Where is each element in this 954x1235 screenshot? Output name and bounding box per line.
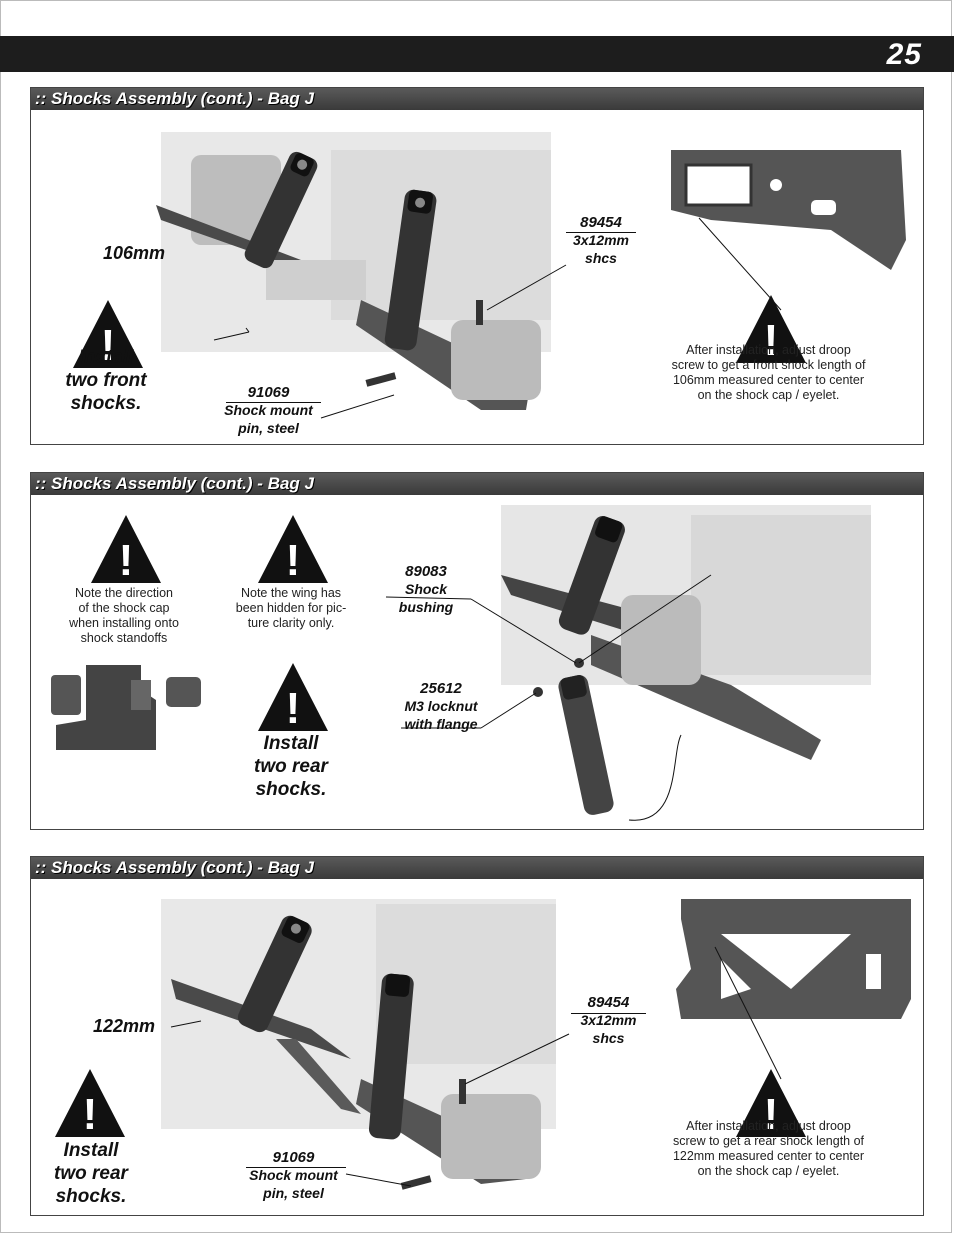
rear-lower-shock [558, 674, 614, 815]
section-title: :: Shocks Assembly (cont.) - Bag J [31, 88, 923, 110]
rear-upper-shock [558, 516, 625, 635]
warning-icon: ! [258, 663, 328, 733]
shock-length-label: 122mm [93, 1016, 156, 1036]
part-callout-89083: 89083 Shock bushing [398, 563, 454, 615]
warning-icon: ! [91, 515, 161, 585]
warning-icon: ! [736, 295, 806, 365]
svg-text:!: ! [119, 536, 134, 585]
part-callout-89454: 89454 3x12mm shcs [572, 214, 630, 266]
droop-note: After installation, adjust droop screw t… [671, 343, 866, 402]
shock-length-label: 106mm [103, 243, 166, 263]
droop-note: After installation, adjust droop screw t… [672, 1119, 865, 1178]
section-rear-shocks-install: :: Shocks Assembly (cont.) - Bag J [30, 472, 924, 830]
rear-chassis-illustration: ! ! ! [51, 505, 871, 821]
rear-left-shock [237, 915, 312, 1033]
svg-text:!: ! [286, 536, 301, 585]
part-callout-91069: 91069 Shock mount pin, steel [224, 384, 313, 436]
front-right-shock [384, 189, 437, 351]
section-front-shocks: :: Shocks Assembly (cont.) - Bag J [30, 87, 924, 445]
warning-icon: ! [258, 515, 328, 585]
svg-text:!: ! [764, 316, 779, 365]
svg-text:!: ! [101, 321, 116, 370]
svg-text:!: ! [764, 1090, 779, 1139]
shock-cap-detail [51, 665, 201, 750]
rear-right-shock [368, 973, 414, 1140]
front-arm-part [671, 150, 906, 270]
warning-icon: ! [736, 1069, 806, 1139]
part-callout-89454: 89454 3x12mm shcs [580, 994, 637, 1046]
part-callout-91069: 91069 Shock mount pin, steel [249, 1149, 338, 1201]
front-chassis-illustration: ! ! [73, 132, 906, 419]
section-rear-shocks-length: :: Shocks Assembly (cont.) - Bag J [30, 856, 924, 1216]
wing-hidden-note: Note the wing has been hidden for pic- t… [235, 586, 347, 630]
front-left-shock [244, 151, 318, 269]
install-instruction: Install two front shocks. [65, 347, 147, 414]
part-callout-25612: 25612 M3 locknut with flange [404, 680, 478, 732]
section-title: :: Shocks Assembly (cont.) - Bag J [31, 473, 923, 495]
warning-icon: ! [73, 300, 143, 370]
rear-chassis-side-illustration: ! ! [55, 899, 911, 1190]
section-title: :: Shocks Assembly (cont.) - Bag J [31, 857, 923, 879]
svg-text:!: ! [286, 684, 301, 733]
page-header: 25 [0, 36, 954, 72]
shock-cap-direction-note: Note the direction of the shock cap when… [69, 586, 179, 645]
install-instruction: Install two rear shocks. [54, 1140, 128, 1207]
rear-arm-part [676, 899, 911, 1019]
install-instruction: Install two rear shocks. [254, 733, 328, 800]
svg-text:!: ! [83, 1090, 98, 1139]
warning-icon: ! [55, 1069, 125, 1139]
page-number: 25 [886, 38, 922, 71]
